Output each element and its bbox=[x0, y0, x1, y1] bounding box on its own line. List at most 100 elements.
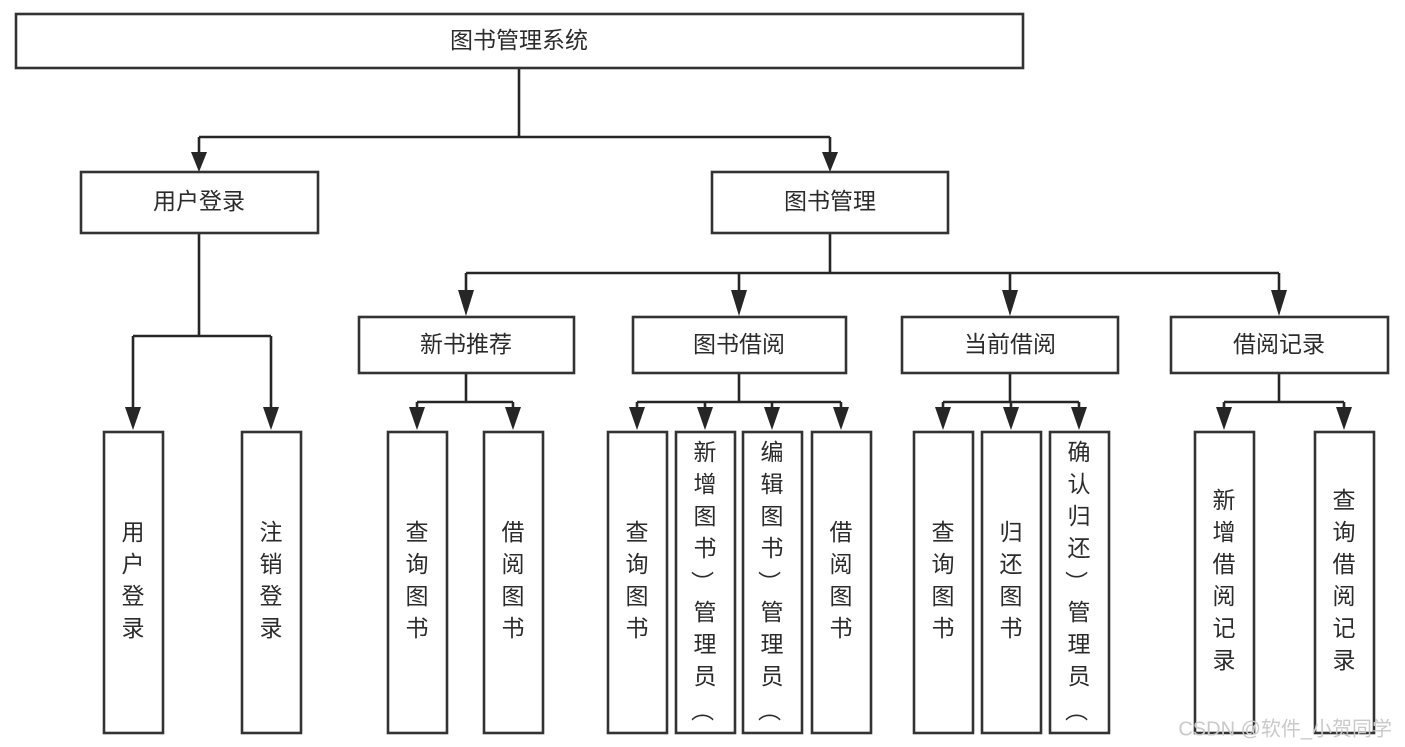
node-leaf-user-login-rect[interactable] bbox=[102, 430, 165, 735]
vertical-char: 销 bbox=[260, 551, 283, 577]
node-book-manage-label: 图书管理 bbox=[784, 188, 876, 214]
vertical-char: 编 bbox=[761, 439, 784, 465]
node-new-book-recommend-label: 新书推荐 bbox=[420, 331, 512, 357]
node-leaf-query-book-2-rect[interactable] bbox=[606, 430, 669, 735]
vertical-char: ） bbox=[1064, 699, 1090, 722]
node-leaf-add-book-rect[interactable] bbox=[674, 430, 737, 735]
arrowhead-leaf-return-book bbox=[1003, 407, 1019, 430]
arrowhead-leaf-add-record bbox=[1216, 407, 1232, 430]
vertical-char: 图 bbox=[830, 583, 853, 609]
vertical-char: 新 bbox=[1213, 487, 1236, 513]
node-leaf-return-book-rect[interactable] bbox=[980, 430, 1043, 735]
vertical-char: 询 bbox=[406, 551, 429, 577]
node-book-borrow[interactable]: 图书借阅 bbox=[631, 315, 848, 375]
node-leaf-query-record-rect[interactable] bbox=[1313, 430, 1376, 735]
vertical-char: 阅 bbox=[1213, 583, 1236, 609]
vertical-char: 图 bbox=[406, 583, 429, 609]
vertical-char: 借 bbox=[1333, 551, 1356, 577]
vertical-char: 书 bbox=[830, 615, 853, 641]
node-user-login-label: 用户登录 bbox=[153, 188, 245, 214]
vertical-char: 新 bbox=[694, 439, 717, 465]
arrowhead-leaf-user-logout bbox=[263, 407, 279, 430]
vertical-char: 认 bbox=[1068, 471, 1091, 497]
vertical-char: 管 bbox=[694, 599, 717, 625]
vertical-char: 查 bbox=[626, 519, 649, 545]
vertical-char: 记 bbox=[1333, 615, 1356, 641]
vertical-char: 书 bbox=[932, 615, 955, 641]
arrowhead-leaf-user-login bbox=[125, 407, 141, 430]
vertical-char: 图 bbox=[1000, 583, 1023, 609]
vertical-char: 图 bbox=[626, 583, 649, 609]
node-book-borrow-label: 图书借阅 bbox=[693, 331, 785, 357]
node-leaf-query-book-3-rect[interactable] bbox=[912, 430, 975, 735]
vertical-char: （ bbox=[690, 571, 716, 594]
node-root-label: 图书管理系统 bbox=[450, 27, 588, 53]
arrowhead-new-book-recommend bbox=[458, 290, 474, 316]
vertical-char: 查 bbox=[932, 519, 955, 545]
vertical-char: 借 bbox=[502, 519, 525, 545]
node-book-manage-rect[interactable] bbox=[710, 170, 950, 235]
node-layer: 图书管理系统 用户登录 图书管理 新书推荐 图书借阅 当前 bbox=[14, 12, 1390, 735]
vertical-char: 登 bbox=[260, 583, 283, 609]
node-new-book-recommend-rect[interactable] bbox=[357, 315, 576, 375]
arrowhead-leaf-query-book-1 bbox=[409, 407, 425, 430]
node-book-manage[interactable]: 图书管理 bbox=[710, 170, 950, 235]
node-borrow-record-rect[interactable] bbox=[1169, 315, 1390, 375]
node-leaf-borrow-book-2-rect[interactable] bbox=[810, 430, 873, 735]
vertical-char: 录 bbox=[1333, 647, 1356, 673]
vertical-char: （ bbox=[757, 571, 783, 594]
vertical-char: 注 bbox=[260, 519, 283, 545]
vertical-char: 理 bbox=[694, 631, 717, 657]
vertical-char: 录 bbox=[122, 615, 145, 641]
arrowhead-leaf-confirm-return bbox=[1071, 407, 1087, 430]
node-root-rect[interactable] bbox=[14, 12, 1025, 70]
vertical-char: 辑 bbox=[761, 471, 784, 497]
vertical-char: 书 bbox=[694, 535, 717, 561]
vertical-char: 查 bbox=[1333, 487, 1356, 513]
vertical-char: 增 bbox=[694, 471, 717, 497]
arrowhead-leaf-edit-book bbox=[764, 407, 780, 430]
node-leaf-edit-book-rect[interactable] bbox=[741, 430, 804, 735]
node-leaf-query-book-1-rect[interactable] bbox=[386, 430, 449, 735]
vertical-char: 图 bbox=[694, 503, 717, 529]
node-book-borrow-rect[interactable] bbox=[631, 315, 848, 375]
node-leaf-user-logout-rect[interactable] bbox=[240, 430, 303, 735]
vertical-char: 员 bbox=[761, 663, 784, 689]
arrowhead-leaf-borrow-book-2 bbox=[833, 407, 849, 430]
arrowhead-leaf-query-book-3 bbox=[935, 407, 951, 430]
vertical-char: 归 bbox=[1000, 519, 1023, 545]
node-root[interactable]: 图书管理系统 bbox=[14, 12, 1025, 70]
vertical-char: 询 bbox=[932, 551, 955, 577]
node-user-login-rect[interactable] bbox=[79, 170, 320, 235]
node-current-borrow[interactable]: 当前借阅 bbox=[900, 315, 1120, 375]
node-new-book-recommend[interactable]: 新书推荐 bbox=[357, 315, 576, 375]
vertical-char: 增 bbox=[1213, 519, 1236, 545]
vertical-char: 管 bbox=[761, 599, 784, 625]
node-current-borrow-label: 当前借阅 bbox=[964, 331, 1056, 357]
arrowhead-current-borrow bbox=[1002, 290, 1018, 316]
node-borrow-record[interactable]: 借阅记录 bbox=[1169, 315, 1390, 375]
node-current-borrow-rect[interactable] bbox=[900, 315, 1120, 375]
node-leaf-confirm-return-rect[interactable] bbox=[1048, 430, 1111, 735]
node-leaf-user-login-label: 用户登录 bbox=[122, 519, 145, 641]
connector-layer bbox=[125, 68, 1352, 430]
vertical-char: 理 bbox=[761, 631, 784, 657]
node-user-login[interactable]: 用户登录 bbox=[79, 170, 320, 235]
vertical-char: 图 bbox=[932, 583, 955, 609]
vertical-char: 确 bbox=[1068, 439, 1091, 465]
vertical-char: 书 bbox=[502, 615, 525, 641]
node-leaf-borrow-book-1-rect[interactable] bbox=[482, 430, 545, 735]
vertical-char: 图 bbox=[761, 503, 784, 529]
node-leaf-add-record-rect[interactable] bbox=[1193, 430, 1256, 735]
vertical-char: 询 bbox=[626, 551, 649, 577]
vertical-char: 员 bbox=[694, 663, 717, 689]
